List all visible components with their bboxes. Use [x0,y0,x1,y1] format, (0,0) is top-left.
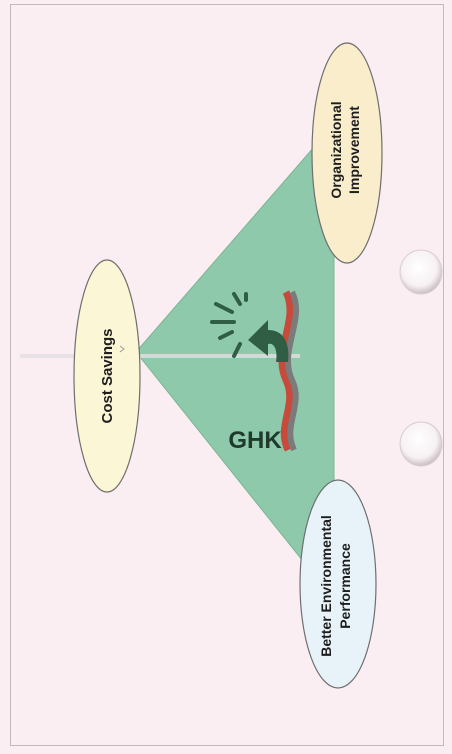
cost-savings-ellipse [73,259,141,493]
logo-mark: GHK [210,290,299,454]
better-environmental-performance-label-line1: Better Environmental [318,515,334,657]
organizational-improvement-ellipse [311,42,383,264]
organizational-improvement-label-line2: Improvement [346,106,362,194]
logo-arrow [248,320,289,362]
node-organizational-improvement: Organizational Improvement [311,42,383,264]
logo-rays [210,292,248,358]
logo-swoosh-red [278,290,294,452]
triangle-shape [135,122,335,602]
cost-savings-notch [119,345,125,353]
punch-hole-bottom [399,421,443,467]
node-better-environmental-performance: Better Environmental Performance [299,479,377,689]
better-environmental-performance-ellipse [299,479,377,689]
better-environmental-performance-label-line2: Performance [337,543,353,629]
node-cost-savings: Cost Savings [73,259,141,493]
logo-swoosh-gray [285,290,299,452]
punch-hole-top [399,249,443,295]
cost-savings-label: Cost Savings [99,328,116,423]
logo-text: GHK [228,427,282,454]
page-border [10,4,444,746]
organizational-improvement-label-line1: Organizational [328,101,344,198]
